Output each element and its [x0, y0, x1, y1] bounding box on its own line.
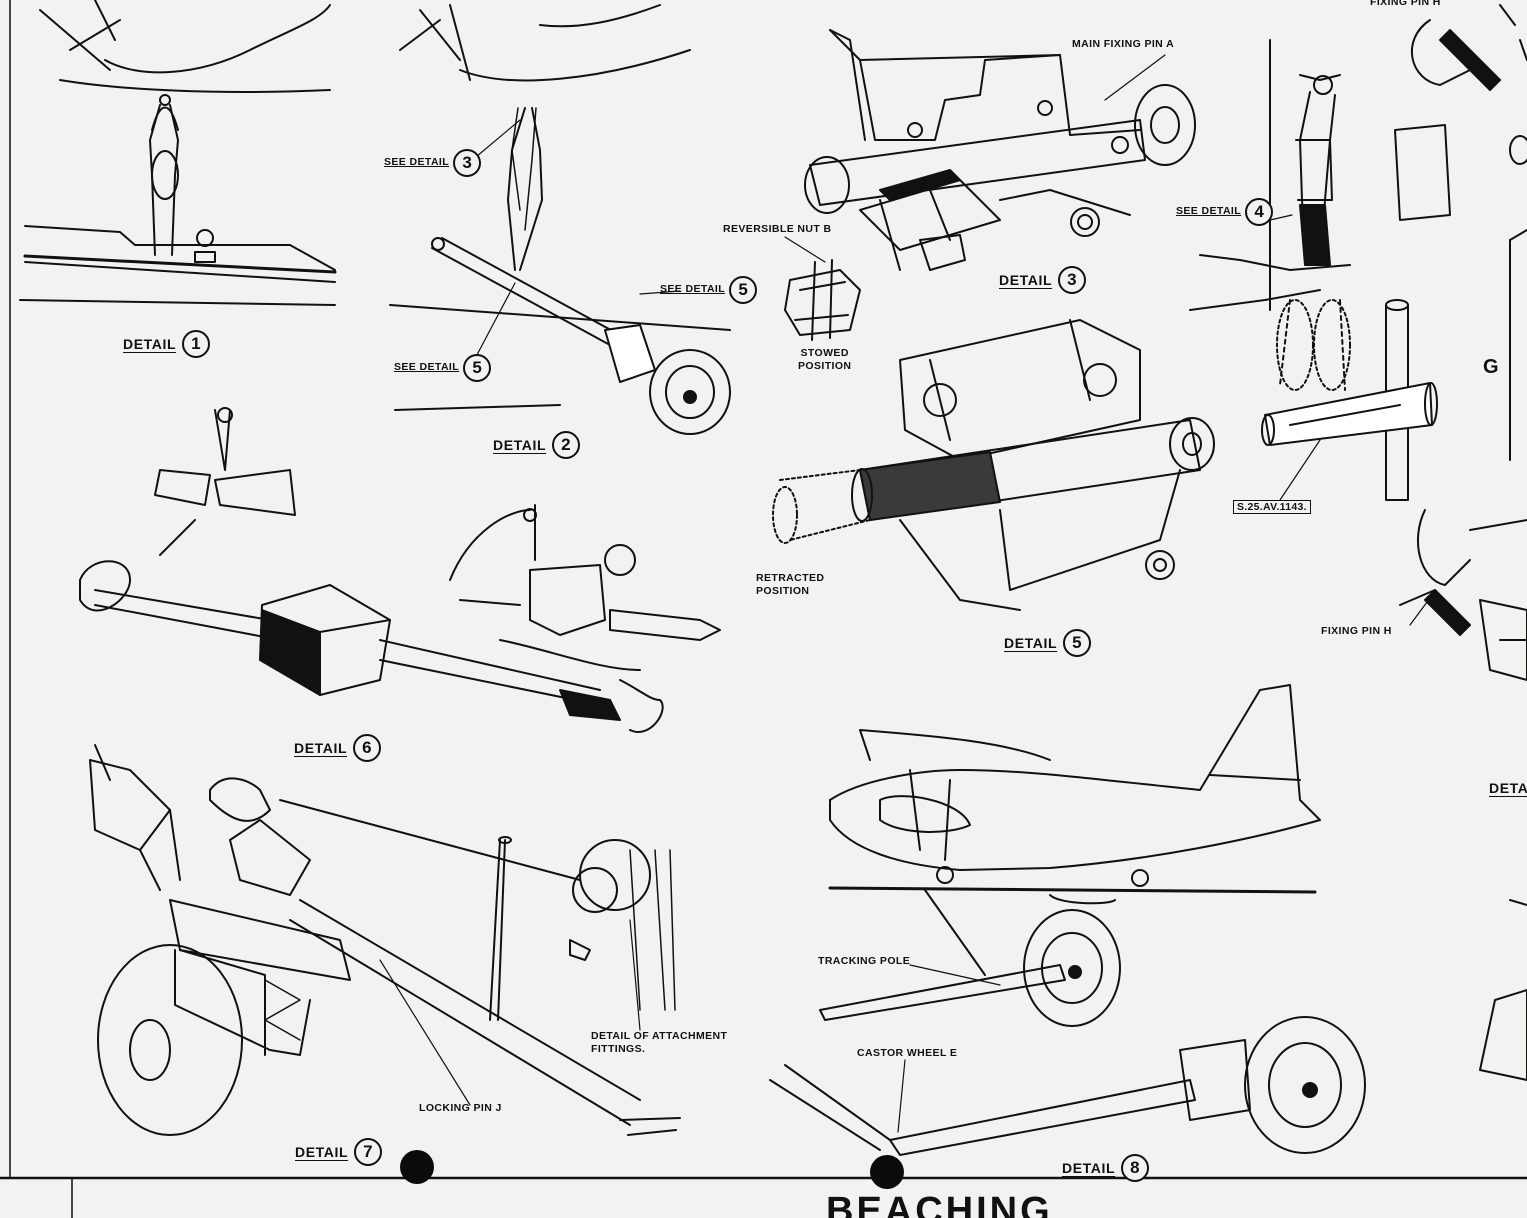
stowed-position-label: STOWED POSITION	[798, 347, 851, 373]
detail-1-illustration	[19, 0, 337, 306]
detail-5-number: 5	[1063, 629, 1092, 657]
reversible-nut-label: REVERSIBLE NUT B	[723, 223, 832, 235]
see-detail-5-upper-ref: SEE DETAIL 5	[660, 276, 758, 304]
detail-3-label: DETAIL 3	[999, 266, 1087, 294]
fixing-pin-top-label: FIXING PIN H	[1370, 0, 1441, 8]
detail-7-label: DETAIL 7	[295, 1138, 383, 1166]
detail-6-illustration	[79, 407, 721, 733]
detail-7-word: DETAIL	[295, 1144, 349, 1160]
sheet-title: BEACHING	[826, 1190, 1053, 1218]
detail-6-number: 6	[353, 734, 382, 762]
retracted-position-line-1: RETRACTED	[756, 572, 825, 584]
detail-1-word: DETAIL	[123, 336, 177, 352]
detail-g-letter: G	[1483, 356, 1499, 378]
fixing-pin-h-label: FIXING PIN H	[1321, 625, 1392, 637]
see-detail-3-number: 3	[453, 149, 482, 177]
detail-8-word: DETAIL	[1062, 1160, 1116, 1176]
retracted-position-label: RETRACTED POSITION	[756, 572, 824, 598]
top-right-fixing-pin-illustration	[1394, 4, 1527, 461]
detail-3-illustration	[804, 29, 1196, 271]
detail-3-word: DETAIL	[999, 272, 1053, 288]
detail-7-number: 7	[354, 1138, 383, 1166]
t-tool-illustration	[1261, 299, 1438, 501]
see-detail-4-text: SEE DETAIL	[1176, 205, 1242, 218]
main-fixing-pin-label: MAIN FIXING PIN A	[1072, 38, 1175, 50]
stowed-position-line-2: POSITION	[798, 360, 852, 373]
see-detail-3-ref: SEE DETAIL 3	[384, 149, 482, 177]
stowed-position-line-1: STOWED	[800, 347, 849, 359]
detail-2-illustration	[389, 4, 731, 435]
punch-hole-left	[400, 1150, 434, 1184]
detail-2-number: 2	[552, 431, 581, 459]
castor-wheel-label: CASTOR WHEEL E	[857, 1047, 958, 1059]
detail-6-word: DETAIL	[294, 740, 348, 756]
detail-5-word: DETAIL	[1004, 635, 1058, 651]
detail-5-label: DETAIL 5	[1004, 629, 1092, 657]
fixing-pin-h-illustration	[1399, 509, 1527, 681]
detail-1-number: 1	[182, 330, 211, 358]
detail-1-label: DETAIL 1	[123, 330, 211, 358]
detail-4-illustration	[1189, 39, 1351, 391]
see-detail-5-lower-number: 5	[463, 354, 492, 382]
detail-8-label: DETAIL 8	[1062, 1154, 1150, 1182]
tracking-pole-label: TRACKING POLE	[818, 955, 911, 967]
see-detail-5-lower-ref: SEE DETAIL 5	[394, 354, 492, 382]
see-detail-5-lower-text: SEE DETAIL	[394, 361, 460, 374]
locking-pin-label: LOCKING PIN J	[419, 1102, 502, 1114]
see-detail-4-number: 4	[1245, 198, 1274, 226]
part-number-box: S.25.AV.1143.	[1233, 500, 1311, 514]
punch-hole-right	[870, 1155, 904, 1189]
see-detail-4-ref: SEE DETAIL 4	[1176, 198, 1274, 226]
see-detail-5-upper-text: SEE DETAIL	[660, 283, 726, 296]
reversible-nut-illustration	[784, 259, 861, 341]
detail-8-number: 8	[1121, 1154, 1150, 1182]
attachment-fittings-line-1: DETAIL OF ATTACHMENT	[591, 1030, 728, 1042]
attachment-fittings-line-2: FITTINGS.	[591, 1043, 646, 1056]
detail-5-illustration	[772, 319, 1215, 611]
detail-7-illustration	[89, 744, 681, 1136]
detail-3-number: 3	[1058, 266, 1087, 294]
retracted-position-line-2: POSITION	[756, 585, 810, 598]
detail-6-label: DETAIL 6	[294, 734, 382, 762]
attachment-fittings-label: DETAIL OF ATTACHMENT FITTINGS.	[591, 1030, 727, 1056]
detail-partial-word: DETA	[1489, 780, 1527, 796]
see-detail-3-text: SEE DETAIL	[384, 156, 450, 169]
detail-2-label: DETAIL 2	[493, 431, 581, 459]
see-detail-5-upper-number: 5	[729, 276, 758, 304]
detail-partial-label: DETA	[1489, 780, 1527, 796]
detail-2-word: DETAIL	[493, 437, 547, 453]
detail-8-illustration	[769, 684, 1366, 1156]
